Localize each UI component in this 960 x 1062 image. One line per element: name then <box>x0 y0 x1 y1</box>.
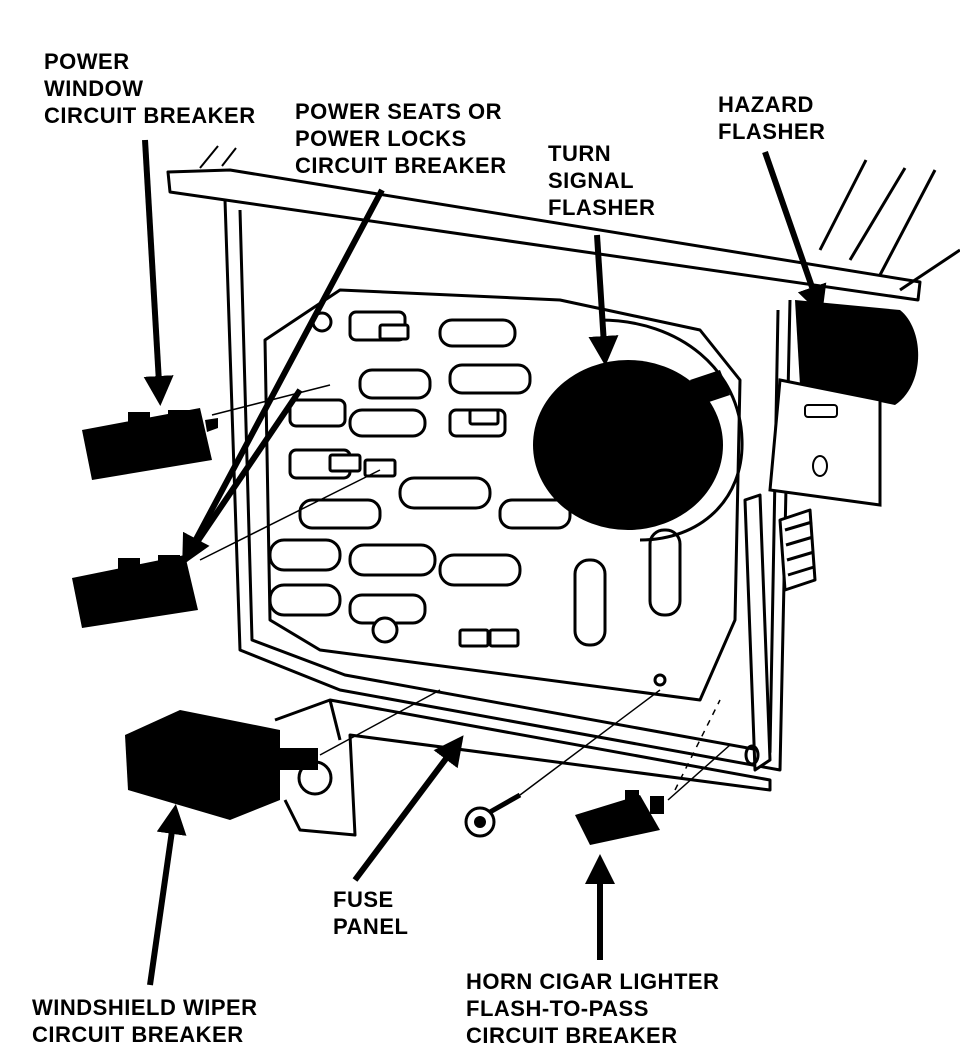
label-horn-line-2: FLASH-TO-PASS <box>466 996 649 1021</box>
power-seats-breaker <box>72 469 381 628</box>
arrow-fuse-panel <box>352 735 464 882</box>
label-turn-signal: TURN SIGNAL FLASHER <box>548 140 655 221</box>
turn-signal-flasher <box>533 318 744 542</box>
label-power-seats: POWER SEATS OR POWER LOCKS CIRCUIT BREAK… <box>295 98 507 179</box>
label-windshield-line-1: WINDSHIELD WIPER <box>32 995 258 1020</box>
label-turn-signal-line-2: SIGNAL <box>548 168 635 193</box>
label-horn-line-1: HORN CIGAR LIGHTER <box>466 969 720 994</box>
label-power-seats-line-2: POWER LOCKS <box>295 126 467 151</box>
label-turn-signal-line-1: TURN <box>548 141 612 166</box>
power-window-breaker <box>82 384 331 480</box>
label-hazard-line-1: HAZARD <box>718 92 814 117</box>
label-power-window-line-3: CIRCUIT BREAKER <box>44 103 256 128</box>
arrow-power-seats-1 <box>182 188 385 566</box>
label-turn-signal-line-3: FLASHER <box>548 195 656 220</box>
label-fuse-panel-line-2: PANEL <box>333 914 409 939</box>
label-hazard-line-2: FLASHER <box>718 119 826 144</box>
arrow-power-window <box>142 139 174 406</box>
label-power-window-line-2: WINDOW <box>44 76 144 101</box>
windshield-breaker <box>125 689 441 820</box>
label-horn-line-3: CIRCUIT BREAKER <box>466 1023 678 1048</box>
pointer-arrows <box>142 139 827 986</box>
label-fuse-panel-line-1: FUSE <box>333 887 394 912</box>
arrow-turn-signal <box>588 234 619 366</box>
label-power-window-line-1: POWER <box>44 49 130 74</box>
label-windshield-line-2: CIRCUIT BREAKER <box>32 1022 244 1047</box>
arrow-windshield <box>147 804 187 986</box>
label-power-seats-line-3: CIRCUIT BREAKER <box>295 153 507 178</box>
steering-bracket <box>818 159 960 292</box>
label-horn: HORN CIGAR LIGHTER FLASH-TO-PASS CIRCUIT… <box>466 968 719 1049</box>
arrow-hazard <box>762 151 827 316</box>
label-power-seats-line-1: POWER SEATS OR <box>295 99 503 124</box>
hazard-flasher <box>768 300 919 507</box>
label-windshield: WINDSHIELD WIPER CIRCUIT BREAKER <box>32 994 258 1048</box>
dash-top-bar <box>166 145 922 302</box>
label-power-window: POWER WINDOW CIRCUIT BREAKER <box>44 48 256 129</box>
arrow-power-seats-2 <box>182 388 303 562</box>
label-hazard: HAZARD FLASHER <box>718 91 825 145</box>
screw <box>464 689 661 838</box>
fuse-panel-housing <box>223 199 817 837</box>
horn-breaker <box>575 699 731 845</box>
label-fuse-panel: FUSE PANEL <box>333 886 408 940</box>
